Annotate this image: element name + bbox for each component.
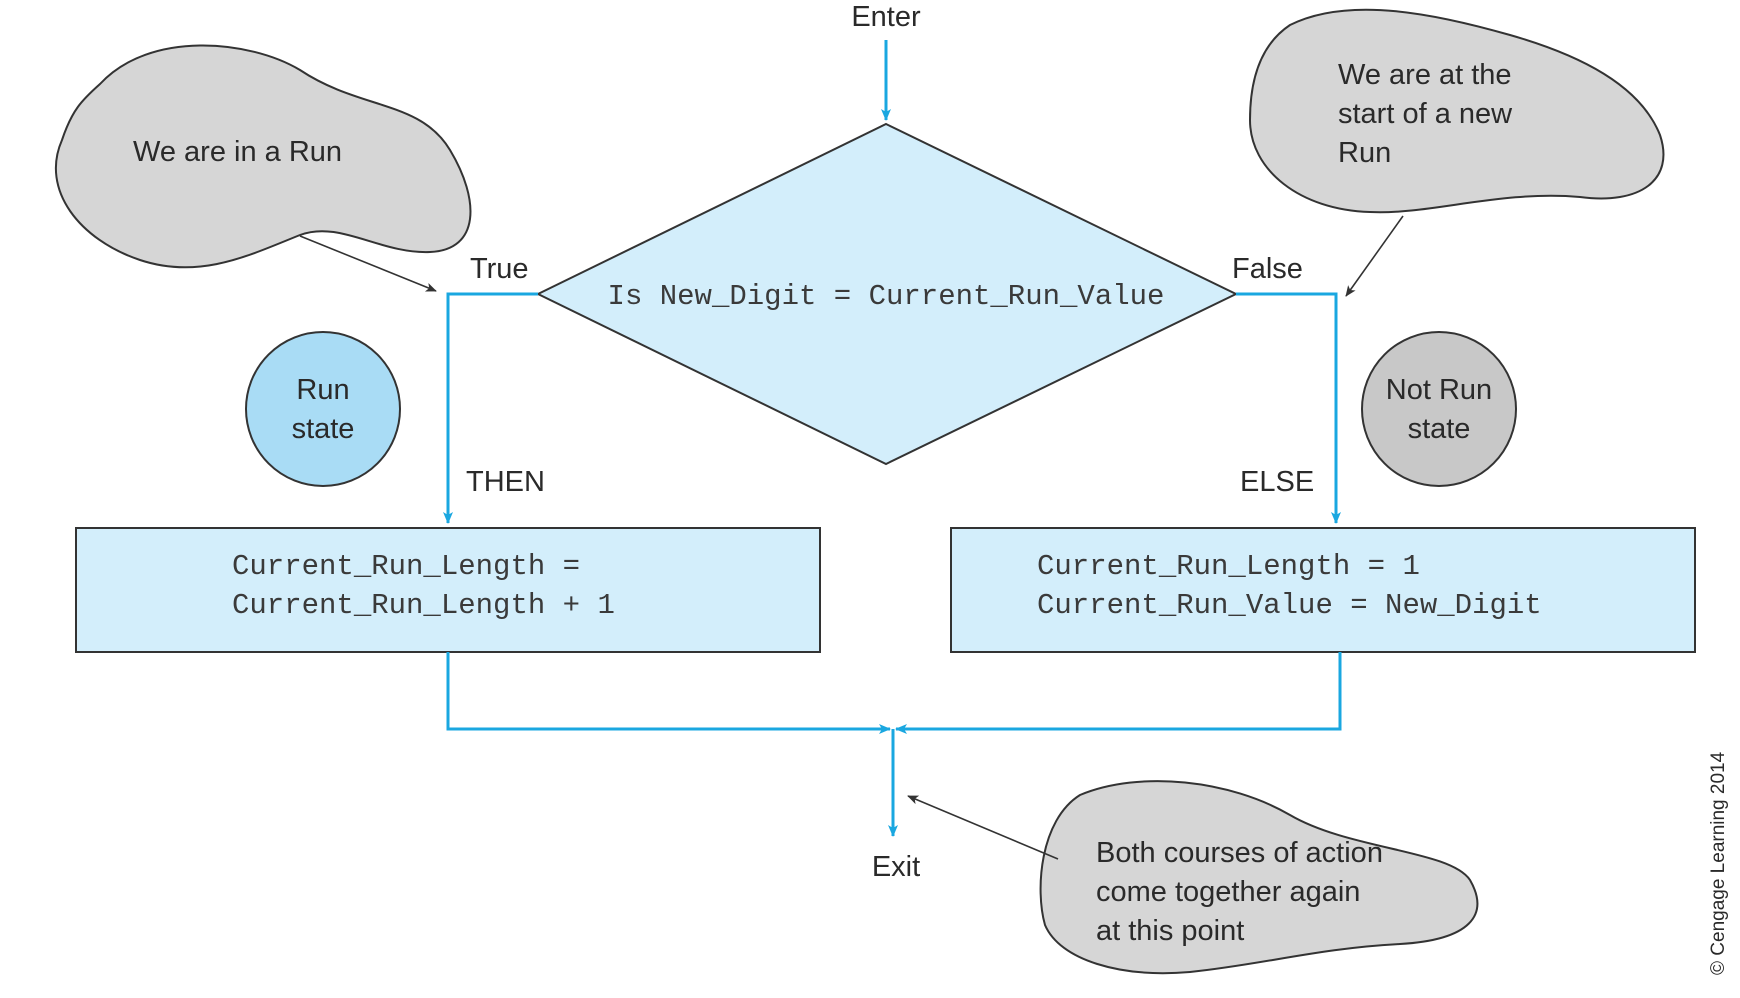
else-box-line-2: Current_Run_Value = New_Digit: [1037, 589, 1542, 622]
callout-new-run-line-1: We are at the: [1338, 59, 1512, 91]
then-label: THEN: [466, 466, 545, 498]
callout-merge-pointer: [907, 795, 1059, 860]
callout-merge-line-1: Both courses of action: [1096, 837, 1383, 869]
not-run-state-line-1: Not Run: [1386, 374, 1492, 406]
true-label: True: [470, 253, 529, 285]
callout-merge-line-2: come together again: [1096, 876, 1360, 908]
then-process-box: [75, 527, 821, 653]
not-run-state-circle: [1361, 331, 1517, 487]
callout-new-run-pointer: [1345, 215, 1404, 297]
callout-in-run-pointer: [299, 235, 437, 292]
else-merge-line: [895, 652, 1342, 734]
else-label: ELSE: [1240, 466, 1314, 498]
callout-in-run-text: We are in a Run: [133, 136, 342, 168]
not-run-state-line-2: state: [1408, 413, 1471, 445]
callout-new-run-line-3: Run: [1338, 137, 1391, 169]
copyright-notice: © Cengage Learning 2014: [1708, 751, 1729, 975]
callout-cloud-merge: [1039, 780, 1479, 975]
else-process-box: [950, 527, 1696, 653]
false-branch-line: [1236, 292, 1341, 524]
false-label: False: [1232, 253, 1303, 285]
run-state-line-1: Run: [296, 374, 349, 406]
exit-label: Exit: [872, 851, 920, 883]
decision-text: Is New_Digit = Current_Run_Value: [608, 280, 1165, 313]
then-box-line-2: Current_Run_Length + 1: [232, 589, 615, 622]
run-state-circle: [245, 331, 401, 487]
callout-cloud-new-run: [1248, 8, 1665, 214]
else-box-line-1: Current_Run_Length = 1: [1037, 550, 1420, 583]
enter-label: Enter: [851, 1, 921, 33]
then-box-line-1: Current_Run_Length =: [232, 550, 580, 583]
decision-diamond: [535, 122, 1239, 466]
callout-cloud-in-run: [54, 44, 472, 269]
callout-merge-line-3: at this point: [1096, 915, 1244, 947]
run-state-line-2: state: [292, 413, 355, 445]
callout-new-run-line-2: start of a new: [1338, 98, 1513, 130]
then-merge-line: [446, 652, 891, 734]
true-branch-line: [443, 292, 538, 524]
